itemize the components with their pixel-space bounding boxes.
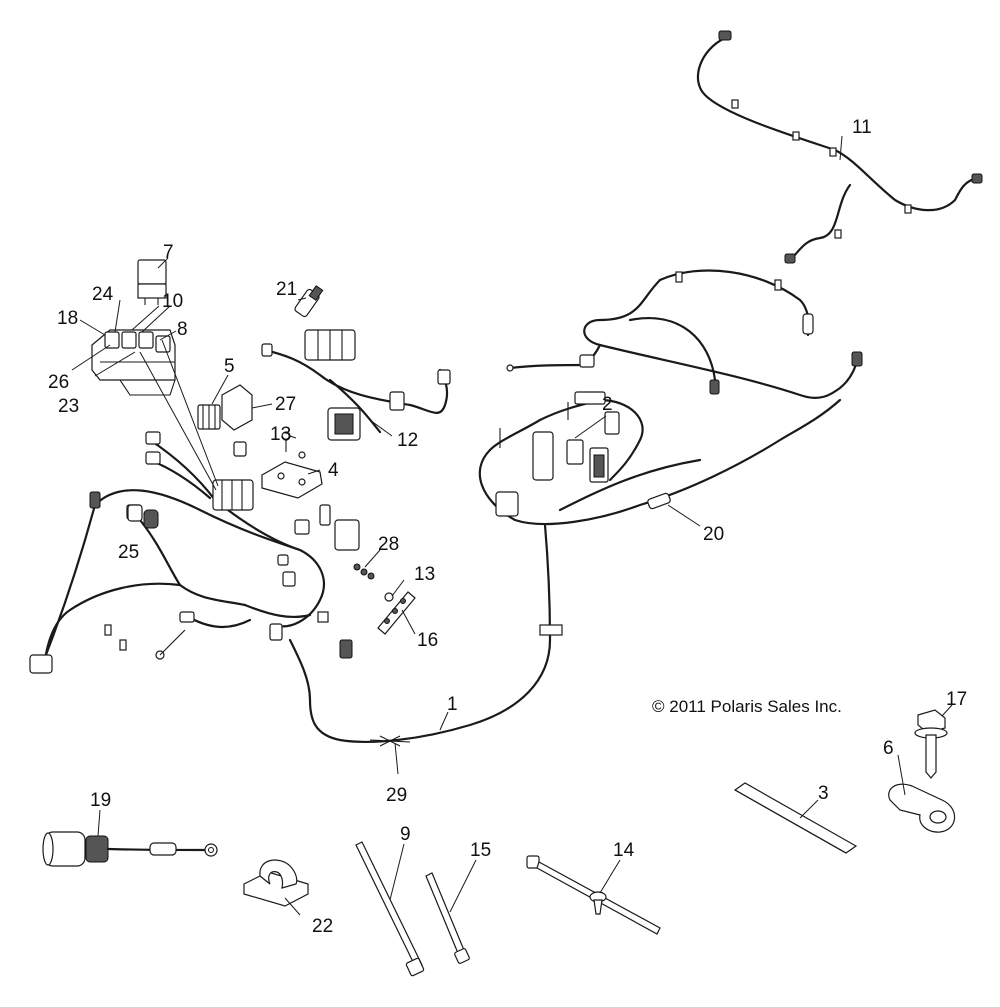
part-3-foam-strip <box>733 782 858 854</box>
callout-11: 11 <box>852 117 872 138</box>
callout-18: 18 <box>57 308 78 329</box>
clip <box>731 99 739 109</box>
callout-2: 2 <box>602 394 613 415</box>
callout-25: 25 <box>118 542 139 563</box>
connector <box>971 173 983 184</box>
part-13-screw <box>281 431 306 459</box>
part-19-power-lead <box>42 831 218 867</box>
callout-26: 26 <box>48 372 69 393</box>
part-20-inline-fuse <box>647 492 671 510</box>
callout-12: 12 <box>397 430 418 451</box>
callout-1: 1 <box>447 694 458 715</box>
connector <box>29 654 53 674</box>
part-14-push-mount-tie <box>526 855 661 935</box>
callout-27: 27 <box>275 394 296 415</box>
callout-14: 14 <box>613 840 635 861</box>
callout-28: 28 <box>378 534 399 555</box>
connector <box>574 391 606 405</box>
callout-6: 6 <box>883 738 894 759</box>
connector <box>709 379 720 395</box>
clip <box>829 147 837 157</box>
part-15-cable-tie-short <box>425 872 470 964</box>
part-6-p-clamp <box>888 783 956 833</box>
ring-terminal <box>506 364 514 372</box>
callouts: 1 2 3 4 5 6 7 8 9 10 11 12 13 13 14 15 1… <box>48 117 967 937</box>
callout-23: 23 <box>58 396 79 417</box>
callout-20: 20 <box>703 524 724 545</box>
part-1-main-harness <box>288 391 842 743</box>
callout-22: 22 <box>312 916 333 937</box>
connector <box>339 639 353 659</box>
clip <box>539 624 563 636</box>
callout-24: 24 <box>92 284 114 305</box>
callout-4: 4 <box>328 460 339 481</box>
part-27-cover <box>221 384 253 431</box>
connector <box>579 354 595 368</box>
wire-lead <box>159 629 186 656</box>
callout-5: 5 <box>224 356 235 377</box>
part-28-nuts <box>353 563 375 580</box>
part-17-flange-bolt <box>914 709 948 779</box>
connector <box>604 411 620 435</box>
connector <box>89 491 101 509</box>
clip <box>774 279 782 291</box>
connector <box>269 623 283 641</box>
right-harness-upper <box>506 269 863 399</box>
clip <box>104 624 112 636</box>
callout-17: 17 <box>946 689 967 710</box>
callout-9: 9 <box>400 824 411 845</box>
connector <box>179 611 195 623</box>
callout-21: 21 <box>276 279 297 300</box>
part-22-clip-base <box>243 859 309 907</box>
connector <box>145 451 161 465</box>
connector <box>802 313 814 335</box>
clip <box>792 131 800 141</box>
part-25-connectors <box>127 504 159 529</box>
callout-3: 3 <box>818 783 829 804</box>
part-9-cable-tie-long <box>355 841 425 977</box>
connector <box>145 431 161 445</box>
callout-10: 10 <box>162 291 183 312</box>
clip <box>834 229 842 239</box>
connector <box>718 30 732 41</box>
part-2-connector-set <box>532 431 609 483</box>
part-7-relay <box>137 259 167 305</box>
callout-13-upper: 13 <box>270 424 291 445</box>
callout-29: 29 <box>386 785 407 806</box>
connector <box>851 351 863 367</box>
part-16-terminal-strip <box>377 591 416 635</box>
part-21-connector <box>294 285 324 318</box>
callout-16: 16 <box>417 630 438 651</box>
fuse-box <box>91 329 176 396</box>
part-4-bracket <box>261 461 323 499</box>
connector <box>495 491 519 517</box>
callout-8: 8 <box>177 319 188 340</box>
part-relay-small <box>233 441 247 457</box>
callout-13-lower: 13 <box>414 564 435 585</box>
connector <box>784 253 796 264</box>
part-5-fuse-holder <box>197 404 221 430</box>
part-29-sleeve <box>369 735 411 747</box>
clip <box>317 611 329 623</box>
clip <box>904 204 912 214</box>
callout-19: 19 <box>90 790 111 811</box>
callout-7: 7 <box>163 242 174 263</box>
fuse-box-center <box>212 479 360 587</box>
clip <box>119 639 127 651</box>
copyright-notice: © 2011 Polaris Sales Inc. <box>652 697 842 716</box>
callout-15: 15 <box>470 840 491 861</box>
clip <box>675 271 683 283</box>
leader-lines <box>71 135 953 916</box>
part-11-rear-harness <box>696 30 983 264</box>
part-12-harness-branch <box>261 329 451 441</box>
